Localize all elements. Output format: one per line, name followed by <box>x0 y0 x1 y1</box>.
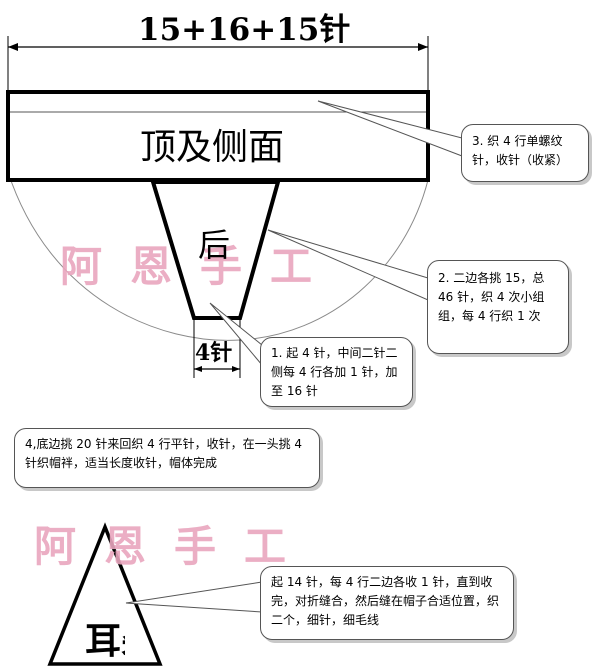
back-panel <box>150 180 281 320</box>
bottom-dimension-line <box>193 320 241 378</box>
note-step-3: 3. 织 4 行单螺纹针，收针（收紧） <box>461 124 589 182</box>
callout-pointer-5 <box>125 581 263 613</box>
note-ear-flap: 起 14 针，每 4 行二边各收 1 针，直到收完，对折缝合，然后缝在帽子合适位… <box>260 566 514 640</box>
note-step-1: 1. 起 4 针，中间二针二侧每 4 行各加 1 针，加至 16 针 <box>260 337 413 407</box>
main-band-label: 顶及侧面 <box>140 127 285 168</box>
top-width-label: 15+16+15针 <box>138 12 351 48</box>
bottom-width-label: 4针 <box>195 340 233 366</box>
top-dimension-line <box>7 36 429 92</box>
back-label: 后 <box>198 226 231 264</box>
watermark-2: 阿恩手工 <box>34 522 315 571</box>
note-step-4: 4,底边挑 20 针来回织 4 行平针，收针，在一头挑 4 针织帽袢，适当长度收… <box>14 428 320 488</box>
watermark-1: 阿恩手工 <box>60 242 341 291</box>
ear-flap-triangle <box>47 522 163 666</box>
note-step-2: 2. 二边各挑 15，总 46 针，织 4 次小组组，每 4 行织 1 次 <box>427 260 569 354</box>
ear-flap-label: 耳朵 <box>85 620 125 662</box>
